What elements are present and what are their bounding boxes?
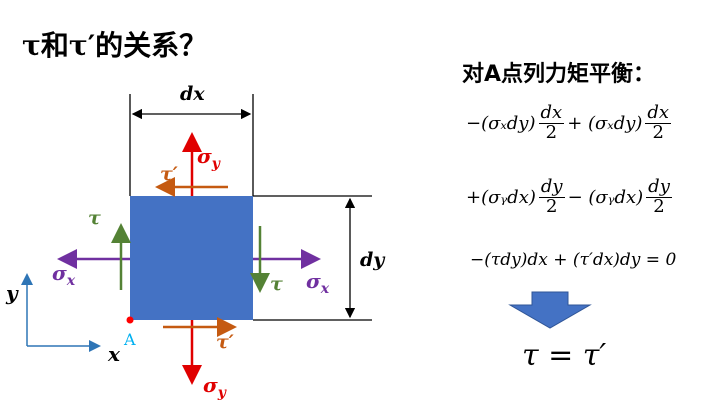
point-a-label: A (123, 330, 136, 349)
sigma-x-left-label: σx (52, 261, 76, 289)
eq2-term-a: +(σᵧdx) (466, 186, 536, 208)
page-title: τ和τ′的关系？ (22, 24, 207, 64)
eq2-term-b: − (σᵧdx) (567, 186, 644, 208)
tau-prime-bottom-label: τ′ (216, 331, 234, 353)
down-arrow-icon (508, 291, 592, 329)
dy-label: dy (360, 249, 386, 271)
final-result: τ = τ′ (522, 338, 607, 373)
axis-y-label: y (5, 281, 19, 305)
title-rest: 的关系？ (95, 29, 208, 62)
eq1-term-a: −(σₓdy) (466, 112, 536, 134)
axis-x-label: x (107, 342, 121, 366)
sigma-y-top-label: σy (197, 144, 221, 172)
subtitle: 对A点列力矩平衡： (462, 62, 656, 87)
equation-line-3: −(τdy)dx + (τ′dx)dy = 0 (470, 250, 677, 270)
sigma-x-right-label: σx (306, 269, 330, 297)
element-block (130, 196, 253, 320)
title-tau: τ (22, 29, 41, 62)
eq1-term-b: + (σₓdy) (567, 112, 643, 134)
tau-prime-top-label: τ′ (160, 163, 178, 185)
tau-left-label: τ (88, 207, 101, 229)
sigma-y-bottom-label: σy (203, 373, 227, 401)
title-and: 和 (40, 29, 69, 62)
point-a-dot (126, 316, 134, 324)
title-tau-prime: τ′ (68, 29, 96, 62)
dx-label: dx (180, 83, 205, 105)
tau-right-label: τ (270, 273, 283, 295)
